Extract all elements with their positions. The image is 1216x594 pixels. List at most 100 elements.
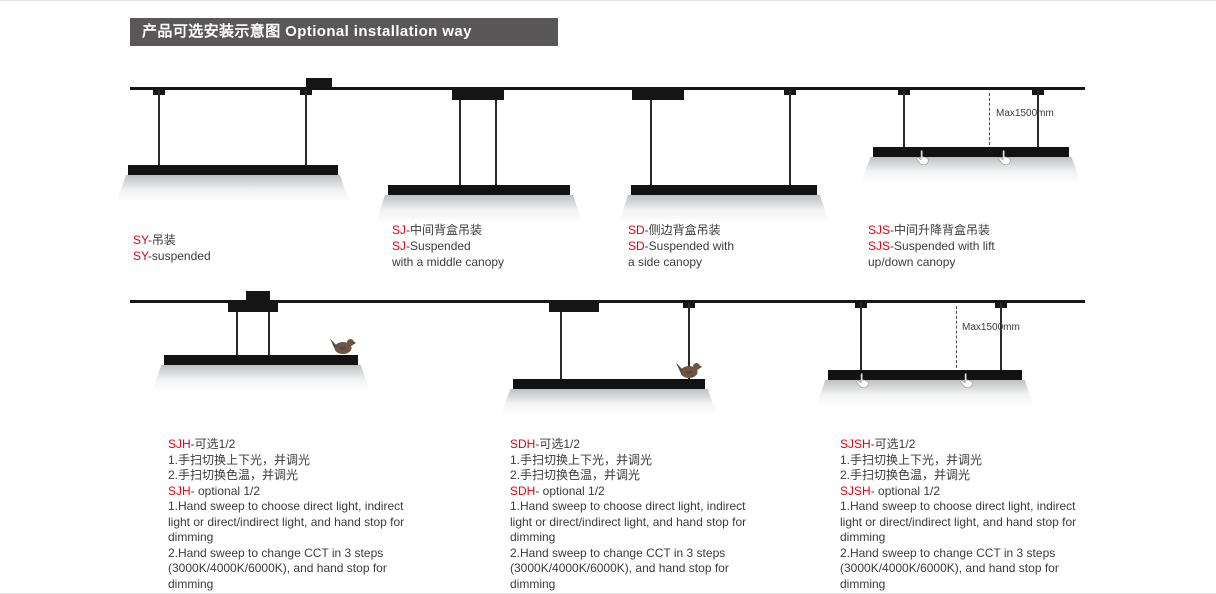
light-beam	[619, 195, 829, 223]
label-sj: SJ-中间背盒吊装 SJ-Suspended with a middle can…	[392, 222, 504, 270]
suspension-wire	[1000, 303, 1002, 370]
light-fixture	[873, 147, 1069, 157]
suspension-wire	[459, 100, 461, 185]
label-text: -中间升降背盒吊装	[890, 223, 991, 237]
measure-line	[956, 306, 957, 368]
desc-cn-title: SJH-可选1/2	[168, 437, 420, 453]
model-code: SY	[133, 249, 148, 263]
label-line-cn: SJ-中间背盒吊装	[392, 222, 504, 238]
light-fixture	[828, 370, 1022, 380]
desc-cn-title: SDH-可选1/2	[510, 437, 762, 453]
hand-swipe-icon	[856, 373, 869, 389]
suspension-wire	[789, 90, 791, 185]
label-sjs: SJS-中间升降背盒吊装 SJS-Suspended with lift up/…	[868, 222, 995, 270]
light-beam	[116, 175, 350, 203]
model-code: SJ	[392, 239, 407, 253]
suspension-wire	[560, 312, 562, 379]
suspension-wire	[1037, 90, 1039, 148]
hand-swipe-icon	[998, 150, 1011, 166]
desc-block-sdh: SDH-可选1/2 1.手扫切换上下光，并调光 2.手扫切换色温，并调光 SDH…	[510, 437, 762, 592]
max-height-label: Max1500mm	[962, 322, 1020, 333]
suspension-wire	[268, 312, 270, 355]
desc-block-sjsh: SJSH-可选1/2 1.手扫切换上下光，并调光 2.手扫切换色温，并调光 SJ…	[840, 437, 1092, 592]
model-code: SJH	[168, 437, 191, 451]
power-feed-box	[306, 78, 332, 87]
light-fixture	[388, 185, 570, 195]
model-code: SJS	[868, 223, 891, 237]
light-beam	[152, 365, 370, 391]
model-code: SJH	[168, 483, 191, 498]
canopy-box	[228, 303, 278, 312]
desc-en-point1: 1.Hand sweep to choose direct light, ind…	[510, 499, 747, 544]
model-code: SJSH	[840, 483, 871, 498]
desc-en-point1: 1.Hand sweep to choose direct light, ind…	[168, 499, 405, 544]
desc-en-point1: 1.Hand sweep to choose direct light, ind…	[840, 499, 1077, 544]
max-height-label: Max1500mm	[996, 108, 1054, 119]
suspension-wire	[305, 90, 307, 166]
model-code: SD	[628, 223, 645, 237]
label-line-extra: with a middle canopy	[392, 255, 505, 269]
label-line-en: SD-Suspended with	[628, 238, 734, 254]
desc-text: - optional 1/2	[190, 483, 261, 498]
desc-text: -可选1/2	[870, 437, 916, 451]
label-line-cn: SY-吊装	[133, 232, 211, 248]
suspension-wire	[688, 303, 690, 379]
desc-cn-point2: 2.手扫切换色温，并调光	[840, 468, 971, 482]
desc-cn-point1: 1.手扫切换上下光，并调光	[510, 452, 653, 467]
label-text: -Suspended	[406, 239, 471, 253]
model-code: SD	[628, 239, 645, 253]
model-code: SDH	[510, 483, 536, 498]
desc-cn-point1: 1.手扫切换上下光，并调光	[168, 452, 311, 467]
measure-line	[989, 93, 990, 145]
light-fixture	[631, 185, 817, 195]
hand-swipe-icon	[960, 373, 973, 389]
light-beam	[376, 195, 582, 223]
desc-en-point2: 2.Hand sweep to change CCT in 3 steps (3…	[840, 545, 1059, 591]
label-line-cn: SJS-中间升降背盒吊装	[868, 222, 995, 238]
desc-en-title: SJSH- optional 1/2	[840, 484, 1092, 500]
bird-icon	[330, 335, 356, 356]
ceiling-track-row1	[130, 87, 1085, 90]
desc-block-sjh: SJH-可选1/2 1.手扫切换上下光，并调光 2.手扫切换色温，并调光 SJH…	[168, 437, 420, 592]
light-beam	[501, 389, 717, 415]
model-code: SY	[133, 233, 148, 247]
label-line-extra: a side canopy	[628, 255, 703, 269]
model-code: SJSH	[840, 437, 871, 451]
label-sy: SY-吊装 SY-suspended	[133, 232, 211, 264]
ceiling-track-row2	[130, 300, 1085, 303]
desc-cn-point1: 1.手扫切换上下光，并调光	[840, 452, 983, 467]
suspension-wire	[236, 312, 238, 355]
label-text: -吊装	[147, 233, 176, 247]
desc-text: - optional 1/2	[535, 483, 605, 498]
label-line-en: SY-suspended	[133, 248, 211, 264]
bird-icon	[676, 359, 702, 380]
label-line-cn: SD-侧边背盒吊装	[628, 222, 734, 238]
label-text: -侧边背盒吊装	[644, 223, 721, 237]
desc-text: -可选1/2	[535, 437, 581, 451]
desc-en-title: SJH- optional 1/2	[168, 484, 420, 500]
suspension-wire	[158, 90, 160, 166]
light-fixture	[513, 379, 705, 389]
model-code: SJS	[868, 239, 891, 253]
desc-en-title: SDH- optional 1/2	[510, 484, 762, 500]
model-code: SJ	[392, 223, 407, 237]
canopy-box	[452, 90, 504, 100]
hand-swipe-icon	[916, 150, 929, 166]
label-text: -中间背盒吊装	[406, 223, 483, 237]
desc-text: - optional 1/2	[870, 483, 941, 498]
suspension-wire	[495, 100, 497, 185]
desc-cn-point2: 2.手扫切换色温，并调光	[510, 468, 641, 482]
light-fixture	[164, 355, 358, 365]
light-fixture	[128, 165, 338, 175]
label-line-en: SJ-Suspended	[392, 238, 504, 254]
desc-text: -可选1/2	[190, 437, 236, 451]
desc-en-point2: 2.Hand sweep to change CCT in 3 steps (3…	[510, 545, 729, 591]
desc-en-point2: 2.Hand sweep to change CCT in 3 steps (3…	[168, 545, 387, 591]
canopy-box	[632, 90, 684, 100]
light-beam	[861, 157, 1081, 183]
label-text: -Suspended with lift	[890, 239, 995, 253]
suspension-wire	[860, 303, 862, 370]
light-beam	[816, 380, 1034, 406]
model-code: SDH	[510, 437, 536, 451]
